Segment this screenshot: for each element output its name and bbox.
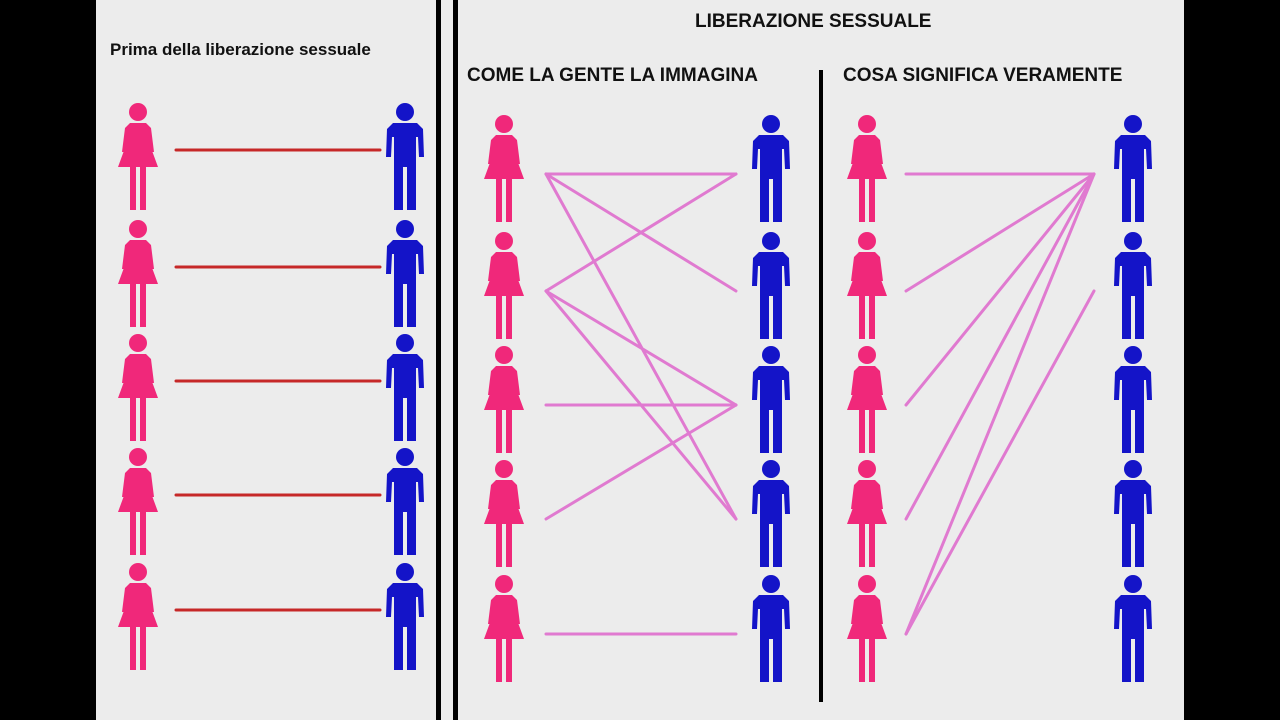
woman-figure-icon <box>118 334 158 441</box>
man-figure-icon <box>752 460 790 567</box>
divider-line-1 <box>436 0 441 720</box>
woman-figure-icon <box>118 563 158 670</box>
woman-figure-icon <box>847 232 887 339</box>
reality-link-2 <box>904 172 1096 407</box>
imagined-link-4 <box>544 289 738 407</box>
title-before: Prima della liberazione sessuale <box>110 40 371 59</box>
title-reality: COSA SIGNIFICA VERAMENTE <box>843 65 1123 86</box>
man-figure-icon <box>386 103 424 210</box>
reality-link-4 <box>904 172 1096 636</box>
imagined-link-7 <box>544 289 738 521</box>
man-figure-icon <box>1114 232 1152 339</box>
man-figure-icon <box>386 563 424 670</box>
title-imagined: COME LA GENTE LA IMMAGINA <box>467 65 758 86</box>
woman-figure-icon <box>484 346 524 453</box>
man-figure-icon <box>1114 575 1152 682</box>
woman-figure-icon <box>118 103 158 210</box>
title-main: LIBERAZIONE SESSUALE <box>695 11 932 32</box>
woman-figure-icon <box>484 232 524 339</box>
diagram-panel: Prima della liberazione sessuale LIBERAZ… <box>96 0 1184 720</box>
man-figure-icon <box>752 575 790 682</box>
man-figure-icon <box>1114 346 1152 453</box>
imagined-link-6 <box>544 403 738 521</box>
reality-link-1 <box>904 172 1096 293</box>
woman-figure-icon <box>847 115 887 222</box>
man-figure-icon <box>1114 115 1152 222</box>
woman-figure-icon <box>847 460 887 567</box>
woman-figure-icon <box>118 448 158 555</box>
relationships-diagram <box>118 103 1152 682</box>
man-figure-icon <box>386 448 424 555</box>
reality-link-3 <box>904 172 1096 521</box>
woman-figure-icon <box>484 460 524 567</box>
divider-line-2 <box>453 0 458 720</box>
man-figure-icon <box>752 115 790 222</box>
man-figure-icon <box>752 346 790 453</box>
woman-figure-icon <box>118 220 158 327</box>
woman-figure-icon <box>847 346 887 453</box>
man-figure-icon <box>1114 460 1152 567</box>
woman-figure-icon <box>484 575 524 682</box>
imagined-link-3 <box>544 172 738 293</box>
reality-link-5 <box>904 289 1096 636</box>
man-figure-icon <box>386 220 424 327</box>
man-figure-icon <box>386 334 424 441</box>
man-figure-icon <box>752 232 790 339</box>
woman-figure-icon <box>484 115 524 222</box>
divider-line-3 <box>819 70 823 702</box>
woman-figure-icon <box>847 575 887 682</box>
